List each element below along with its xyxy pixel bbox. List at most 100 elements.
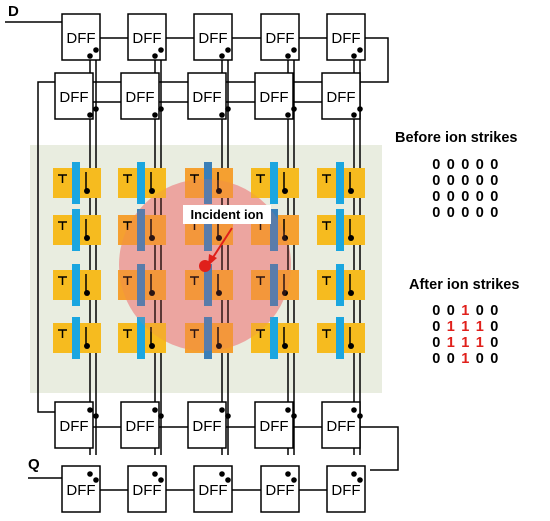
after-bit: 0 xyxy=(432,303,441,319)
dff-label: DFF xyxy=(66,30,95,47)
cell-contact xyxy=(348,343,354,349)
gate-bar xyxy=(204,209,212,251)
cell-contact xyxy=(216,235,222,241)
cell-contact xyxy=(348,235,354,241)
dff-connection-dot xyxy=(285,53,291,59)
after-bit: 1 xyxy=(461,335,470,351)
before-bit: 0 xyxy=(432,189,441,205)
dff-label: DFF xyxy=(265,482,294,499)
cell-contact xyxy=(348,290,354,296)
cell-contact xyxy=(84,235,90,241)
after-bit: 1 xyxy=(446,335,455,351)
dff-label: DFF xyxy=(132,482,161,499)
dff-connection-dot xyxy=(357,47,363,53)
cell-contact xyxy=(84,188,90,194)
dff-connection-dot xyxy=(152,471,158,477)
dff-connection-dot xyxy=(219,407,225,413)
dff-connection-dot xyxy=(158,413,164,419)
dff-connection-dot xyxy=(225,47,231,53)
cell-contact xyxy=(149,188,155,194)
dff-connection-dot xyxy=(93,413,99,419)
before-bit: 0 xyxy=(490,205,499,221)
gate-bar xyxy=(336,209,344,251)
after-bit: 0 xyxy=(490,319,499,335)
before-bit: 0 xyxy=(446,157,455,173)
dff-connection-dot xyxy=(351,471,357,477)
after-bit: 1 xyxy=(461,303,470,319)
gate-bar xyxy=(336,264,344,306)
dff-label: DFF xyxy=(259,418,288,435)
gate-bar xyxy=(137,264,145,306)
dff-connection-dot xyxy=(357,413,363,419)
cell-contact xyxy=(282,235,288,241)
gate-bar xyxy=(72,317,80,359)
gate-bar xyxy=(204,264,212,306)
after-bit: 0 xyxy=(432,319,441,335)
cell-contact xyxy=(282,188,288,194)
cell-contact xyxy=(216,290,222,296)
before-bit: 0 xyxy=(432,173,441,189)
gate-bar xyxy=(336,162,344,204)
cell-contact xyxy=(84,343,90,349)
cell-contact xyxy=(282,290,288,296)
cell-columns xyxy=(53,56,365,455)
incident-ion-arrowhead xyxy=(208,254,217,266)
dff-label: DFF xyxy=(198,30,227,47)
gate-bar xyxy=(270,162,278,204)
before-bit: 0 xyxy=(461,189,470,205)
dff-box xyxy=(260,465,300,513)
dff-label: DFF xyxy=(125,89,154,106)
dff-label: DFF xyxy=(331,482,360,499)
after-bit: 1 xyxy=(475,319,484,335)
dff-connection-dot xyxy=(158,106,164,112)
incident-ion-label: Incident ion xyxy=(191,207,264,222)
dff-label: DFF xyxy=(331,30,360,47)
incident-ion-label-box xyxy=(183,205,271,224)
gate-bar xyxy=(72,264,80,306)
dff-label: DFF xyxy=(326,418,355,435)
dff-connection-dot xyxy=(152,112,158,118)
dff-connection-dot xyxy=(219,53,225,59)
after-title: After ion strikes xyxy=(409,277,520,293)
before-bit: 0 xyxy=(446,173,455,189)
dff-connection-dot xyxy=(285,407,291,413)
gate-bar xyxy=(270,264,278,306)
input-label-d: D xyxy=(8,3,19,20)
after-bit: 1 xyxy=(461,351,470,367)
dff-connection-dot xyxy=(357,106,363,112)
after-bit: 0 xyxy=(446,303,455,319)
cell-contact xyxy=(84,290,90,296)
after-bit: 0 xyxy=(475,351,484,367)
gate-bar xyxy=(336,317,344,359)
after-bit: 0 xyxy=(490,351,499,367)
dff-box xyxy=(193,13,233,61)
dff-connection-dot xyxy=(351,53,357,59)
dff-box xyxy=(187,401,227,449)
cell-contact xyxy=(149,343,155,349)
dff-box xyxy=(326,465,366,513)
gate-bar xyxy=(137,162,145,204)
before-bit: 0 xyxy=(432,205,441,221)
dff-label: DFF xyxy=(66,482,95,499)
before-bit: 0 xyxy=(490,189,499,205)
dff-connection-dot xyxy=(351,407,357,413)
cell-contact xyxy=(216,188,222,194)
dff-box xyxy=(321,401,361,449)
after-bit: 0 xyxy=(490,303,499,319)
after-bit: 0 xyxy=(432,335,441,351)
dff-label: DFF xyxy=(59,89,88,106)
dff-connection-dot xyxy=(291,106,297,112)
dff-connection-dot xyxy=(87,53,93,59)
dff-box xyxy=(61,465,101,513)
dff-label: DFF xyxy=(125,418,154,435)
cell-contact xyxy=(348,188,354,194)
before-title: Before ion strikes xyxy=(395,130,518,146)
after-bit: 0 xyxy=(490,335,499,351)
after-bit: 1 xyxy=(475,335,484,351)
dff-connection-dot xyxy=(152,53,158,59)
dff-label: DFF xyxy=(326,89,355,106)
after-bit: 1 xyxy=(461,319,470,335)
